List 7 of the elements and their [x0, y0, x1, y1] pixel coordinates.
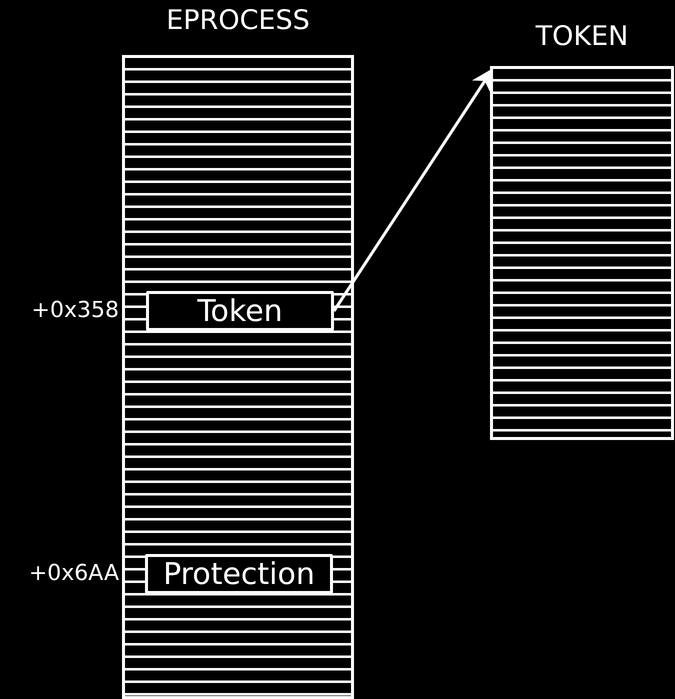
offset-label: +0x358 — [32, 298, 119, 324]
arrow — [332, 68, 494, 312]
field-box: Token — [146, 291, 334, 331]
structure-title: TOKEN — [534, 20, 630, 54]
structure-title: EPROCESS — [165, 4, 311, 38]
offset-label: +0x6AA — [28, 561, 119, 587]
field-box: Protection — [145, 554, 333, 594]
